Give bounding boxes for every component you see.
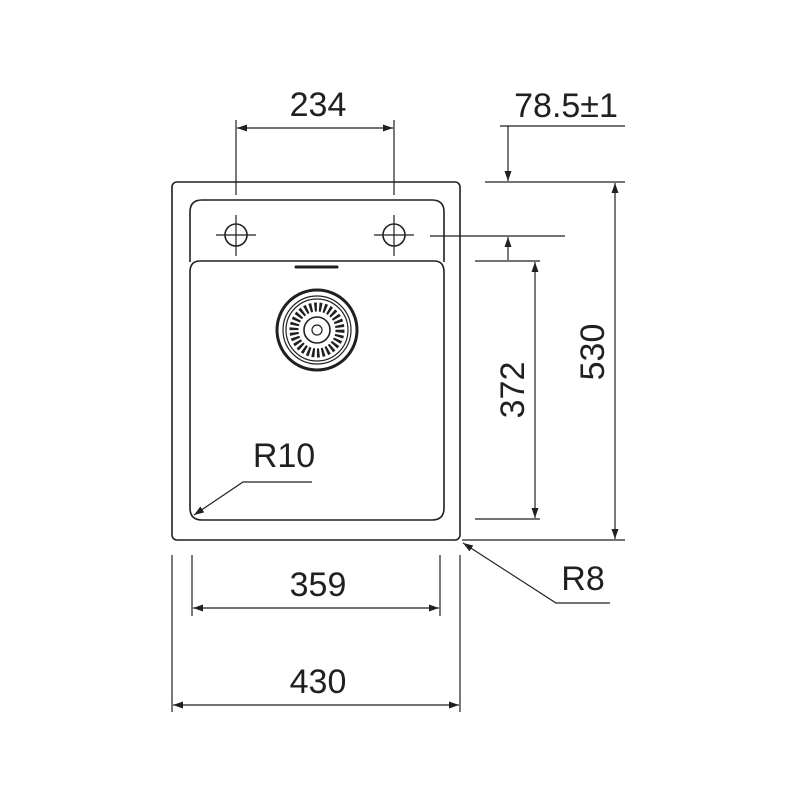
dim-tap-spacing: 234 — [290, 86, 347, 124]
tap-hole-right-icon — [374, 215, 414, 256]
tap-hole-left-icon — [216, 215, 256, 256]
dim-outer-radius: R8 — [561, 560, 604, 598]
tap-ledge — [189, 199, 445, 262]
dim-bowl-length: 372 — [494, 362, 532, 419]
bowl-outline — [189, 260, 445, 521]
dim-overall-length: 530 — [574, 324, 612, 381]
dim-ledge-offset: 78.5±1 — [514, 87, 618, 125]
dim-overall-width: 430 — [290, 663, 347, 701]
drain-strainer-icon — [275, 288, 359, 372]
sink-outline — [171, 181, 461, 541]
dim-bowl-radius: R10 — [253, 437, 315, 475]
dim-bowl-width: 359 — [290, 566, 347, 604]
